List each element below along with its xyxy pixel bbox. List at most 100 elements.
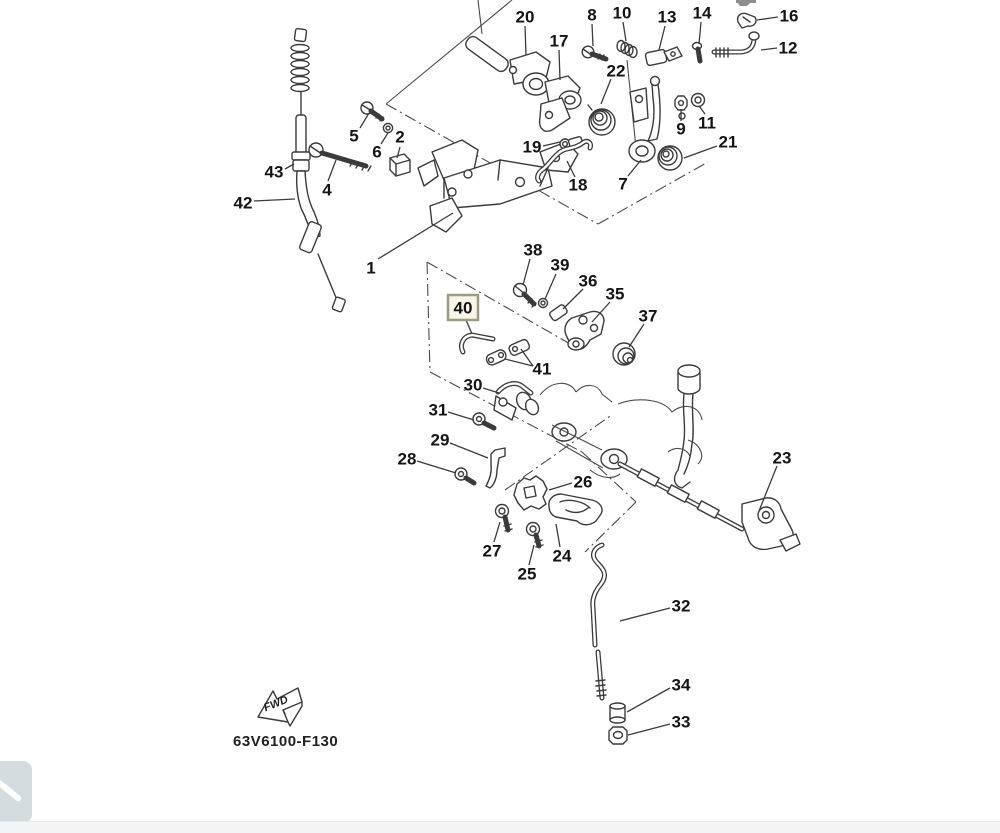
callout-43: 43: [265, 163, 284, 182]
leader-line-23: [758, 465, 778, 512]
bottom-left-ui-button[interactable]: [0, 761, 32, 823]
leader-line-18: [566, 160, 576, 178]
part-26-grommet: [513, 475, 548, 511]
leader-line-43: [284, 163, 295, 170]
callout-17: 17: [550, 32, 569, 51]
leader-line-28: [416, 460, 457, 474]
callout-2: 2: [395, 128, 404, 147]
callout-6: 6: [372, 143, 381, 162]
callout-41: 41: [533, 360, 552, 379]
callout-11: 11: [698, 114, 716, 133]
part-10-spring: [616, 39, 638, 59]
part-39-washer: [537, 297, 549, 309]
diagonal-stroke-icon: [0, 777, 23, 803]
leader-line-30: [482, 387, 500, 394]
part-34-collar: [609, 702, 626, 724]
callout-10: 10: [613, 4, 632, 23]
callout-13: 13: [658, 8, 677, 27]
leader-line-16: [756, 16, 779, 21]
leader-line-24: [555, 523, 561, 548]
part-2-damper: [389, 153, 411, 177]
leader-line-32: [619, 607, 671, 622]
leader-line-33: [627, 723, 671, 736]
callout-29: 29: [431, 431, 450, 450]
callout-33: 33: [672, 713, 691, 732]
part-33-nut: [608, 726, 628, 745]
part-31-bolt: [472, 412, 497, 431]
diagram-code: 63V6100-F130: [233, 733, 338, 750]
part-43-adjuster: [291, 151, 311, 161]
leader-line-31: [447, 411, 475, 421]
leader-line-38: [522, 258, 531, 286]
part-40-link-rod: [458, 332, 496, 355]
callout-12: 12: [779, 39, 798, 58]
leader-line-1: [377, 212, 454, 260]
part-22-spring: [587, 104, 616, 136]
part-36-collar: [549, 304, 568, 322]
callout-5: 5: [349, 127, 358, 146]
leader-line-36: [562, 288, 584, 310]
leader-line-8: [591, 23, 594, 47]
part-9-nut: [674, 95, 688, 120]
part-25-bolt: [525, 521, 544, 549]
leader-line-20: [524, 25, 527, 56]
callout-26: 26: [574, 473, 593, 492]
callout-38: 38: [524, 241, 543, 260]
leader-line-27: [493, 521, 501, 543]
part-38-bolt: [512, 282, 537, 308]
leader-line-37: [628, 323, 645, 348]
fwd-arrow: FWD: [257, 687, 303, 727]
leader-line-13: [658, 25, 666, 51]
leader-line-7: [627, 159, 642, 177]
callout-23: 23: [773, 449, 792, 468]
part-11-washer: [690, 92, 706, 108]
leader-line-39: [544, 273, 557, 300]
part-14-bolt: [691, 41, 703, 64]
highlight-box-40: [446, 293, 480, 322]
leader-line-41: [520, 348, 534, 367]
leader-line-42: [253, 198, 296, 202]
part-1-bracket: [417, 139, 579, 233]
part-12-elbow: [711, 31, 760, 58]
part-6-washer: [382, 122, 394, 134]
callout-31: 31: [429, 401, 448, 420]
part-42-throttle-cable: [290, 27, 346, 313]
part-24-holder: [548, 493, 603, 526]
callout-37: 37: [639, 307, 658, 326]
callout-4: 4: [322, 181, 332, 200]
callout-39: 39: [551, 256, 570, 275]
part-37-spring: [612, 342, 636, 366]
leader-line-14: [698, 21, 702, 45]
callout-28: 28: [398, 450, 417, 469]
leader-line-17: [558, 49, 561, 81]
leader-line-41: [504, 358, 534, 367]
bottom-bar: [0, 821, 1000, 833]
cut-off-part: [736, 0, 756, 6]
part-29-bracket: [485, 447, 506, 489]
leader-line-4: [327, 159, 337, 182]
leader-line-11: [698, 105, 706, 115]
part-8-bolt: [581, 45, 609, 62]
callout-21: 21: [719, 133, 738, 152]
leader-line-21: [683, 145, 718, 159]
part-23-shaft: [617, 461, 801, 552]
leader-line-2: [396, 146, 401, 159]
callout-34: 34: [672, 676, 691, 695]
callout-42: 42: [234, 194, 253, 213]
callout-7: 7: [618, 175, 627, 194]
leader-line-26: [548, 482, 573, 491]
callout-27: 27: [483, 542, 502, 561]
leader-line-25: [528, 544, 535, 566]
callout-20: 20: [516, 8, 535, 27]
leader-line-5: [359, 112, 370, 129]
leader-line-6: [380, 132, 389, 145]
callout-22: 22: [607, 62, 626, 81]
callout-32: 32: [672, 597, 691, 616]
callout-9: 9: [676, 120, 685, 139]
callout-16: 16: [780, 7, 799, 26]
leader-line-29: [449, 442, 489, 459]
leader-line-12: [760, 47, 778, 51]
callout-19: 19: [523, 138, 542, 157]
